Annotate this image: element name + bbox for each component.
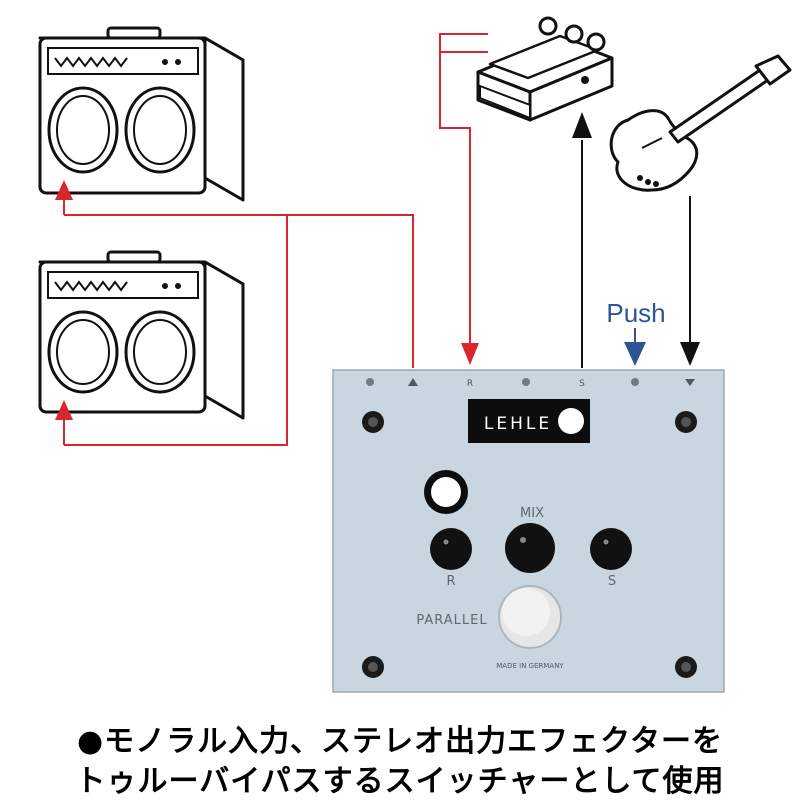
red-wire-from-effect: [439, 33, 488, 345]
stereo-effect-pedal-icon: [476, 16, 614, 122]
amplifier-icon: [38, 26, 245, 202]
lehle-pedal: R S LEHLE MIX: [332, 369, 725, 693]
parallel-footswitch[interactable]: [498, 585, 562, 649]
electric-guitar-icon: [609, 54, 792, 192]
send-jack-label: S: [579, 379, 585, 389]
r-knob-label: R: [446, 574, 455, 589]
push-label: Push: [606, 298, 665, 328]
r-knob[interactable]: [430, 528, 472, 570]
arrow-to-input-jack: [680, 342, 700, 366]
arrow-to-effect: [572, 112, 592, 138]
input-triangle-icon: [685, 379, 695, 386]
parallel-label: PARALLEL: [416, 613, 487, 628]
mix-knob[interactable]: [505, 523, 555, 573]
red-wire-to-amps: [64, 214, 414, 368]
s-knob-label: S: [608, 574, 616, 589]
amplifier-icon: [38, 250, 245, 420]
red-wire-to-amp-2: [64, 215, 288, 446]
push-arrow-icon: [624, 342, 646, 366]
screw-icon: [675, 656, 697, 678]
screw-icon: [362, 656, 384, 678]
screw-icon: [675, 411, 697, 433]
arrow-to-amp-2: [55, 400, 73, 420]
brand-label: LEHLE: [484, 414, 552, 434]
power-symbol-icon: [631, 378, 639, 386]
stereo-symbol-icon: [522, 378, 530, 386]
arrow-to-return-jack: [461, 343, 479, 365]
output-triangle-icon: [408, 378, 418, 386]
made-in-label: MADE IN GERMANY: [496, 662, 564, 670]
mix-knob-label: MIX: [520, 506, 544, 521]
arrow-to-amp-1: [55, 180, 73, 200]
caption-line-1: ●モノラル入力、ステレオ出力エフェクターを: [77, 724, 723, 759]
led-indicator-icon: [366, 378, 374, 386]
s-knob[interactable]: [590, 528, 632, 570]
return-jack-label: R: [467, 379, 473, 389]
caption-line-2: トゥルーバイパスするスイッチャーとして使用: [75, 764, 725, 799]
screw-icon: [362, 411, 384, 433]
